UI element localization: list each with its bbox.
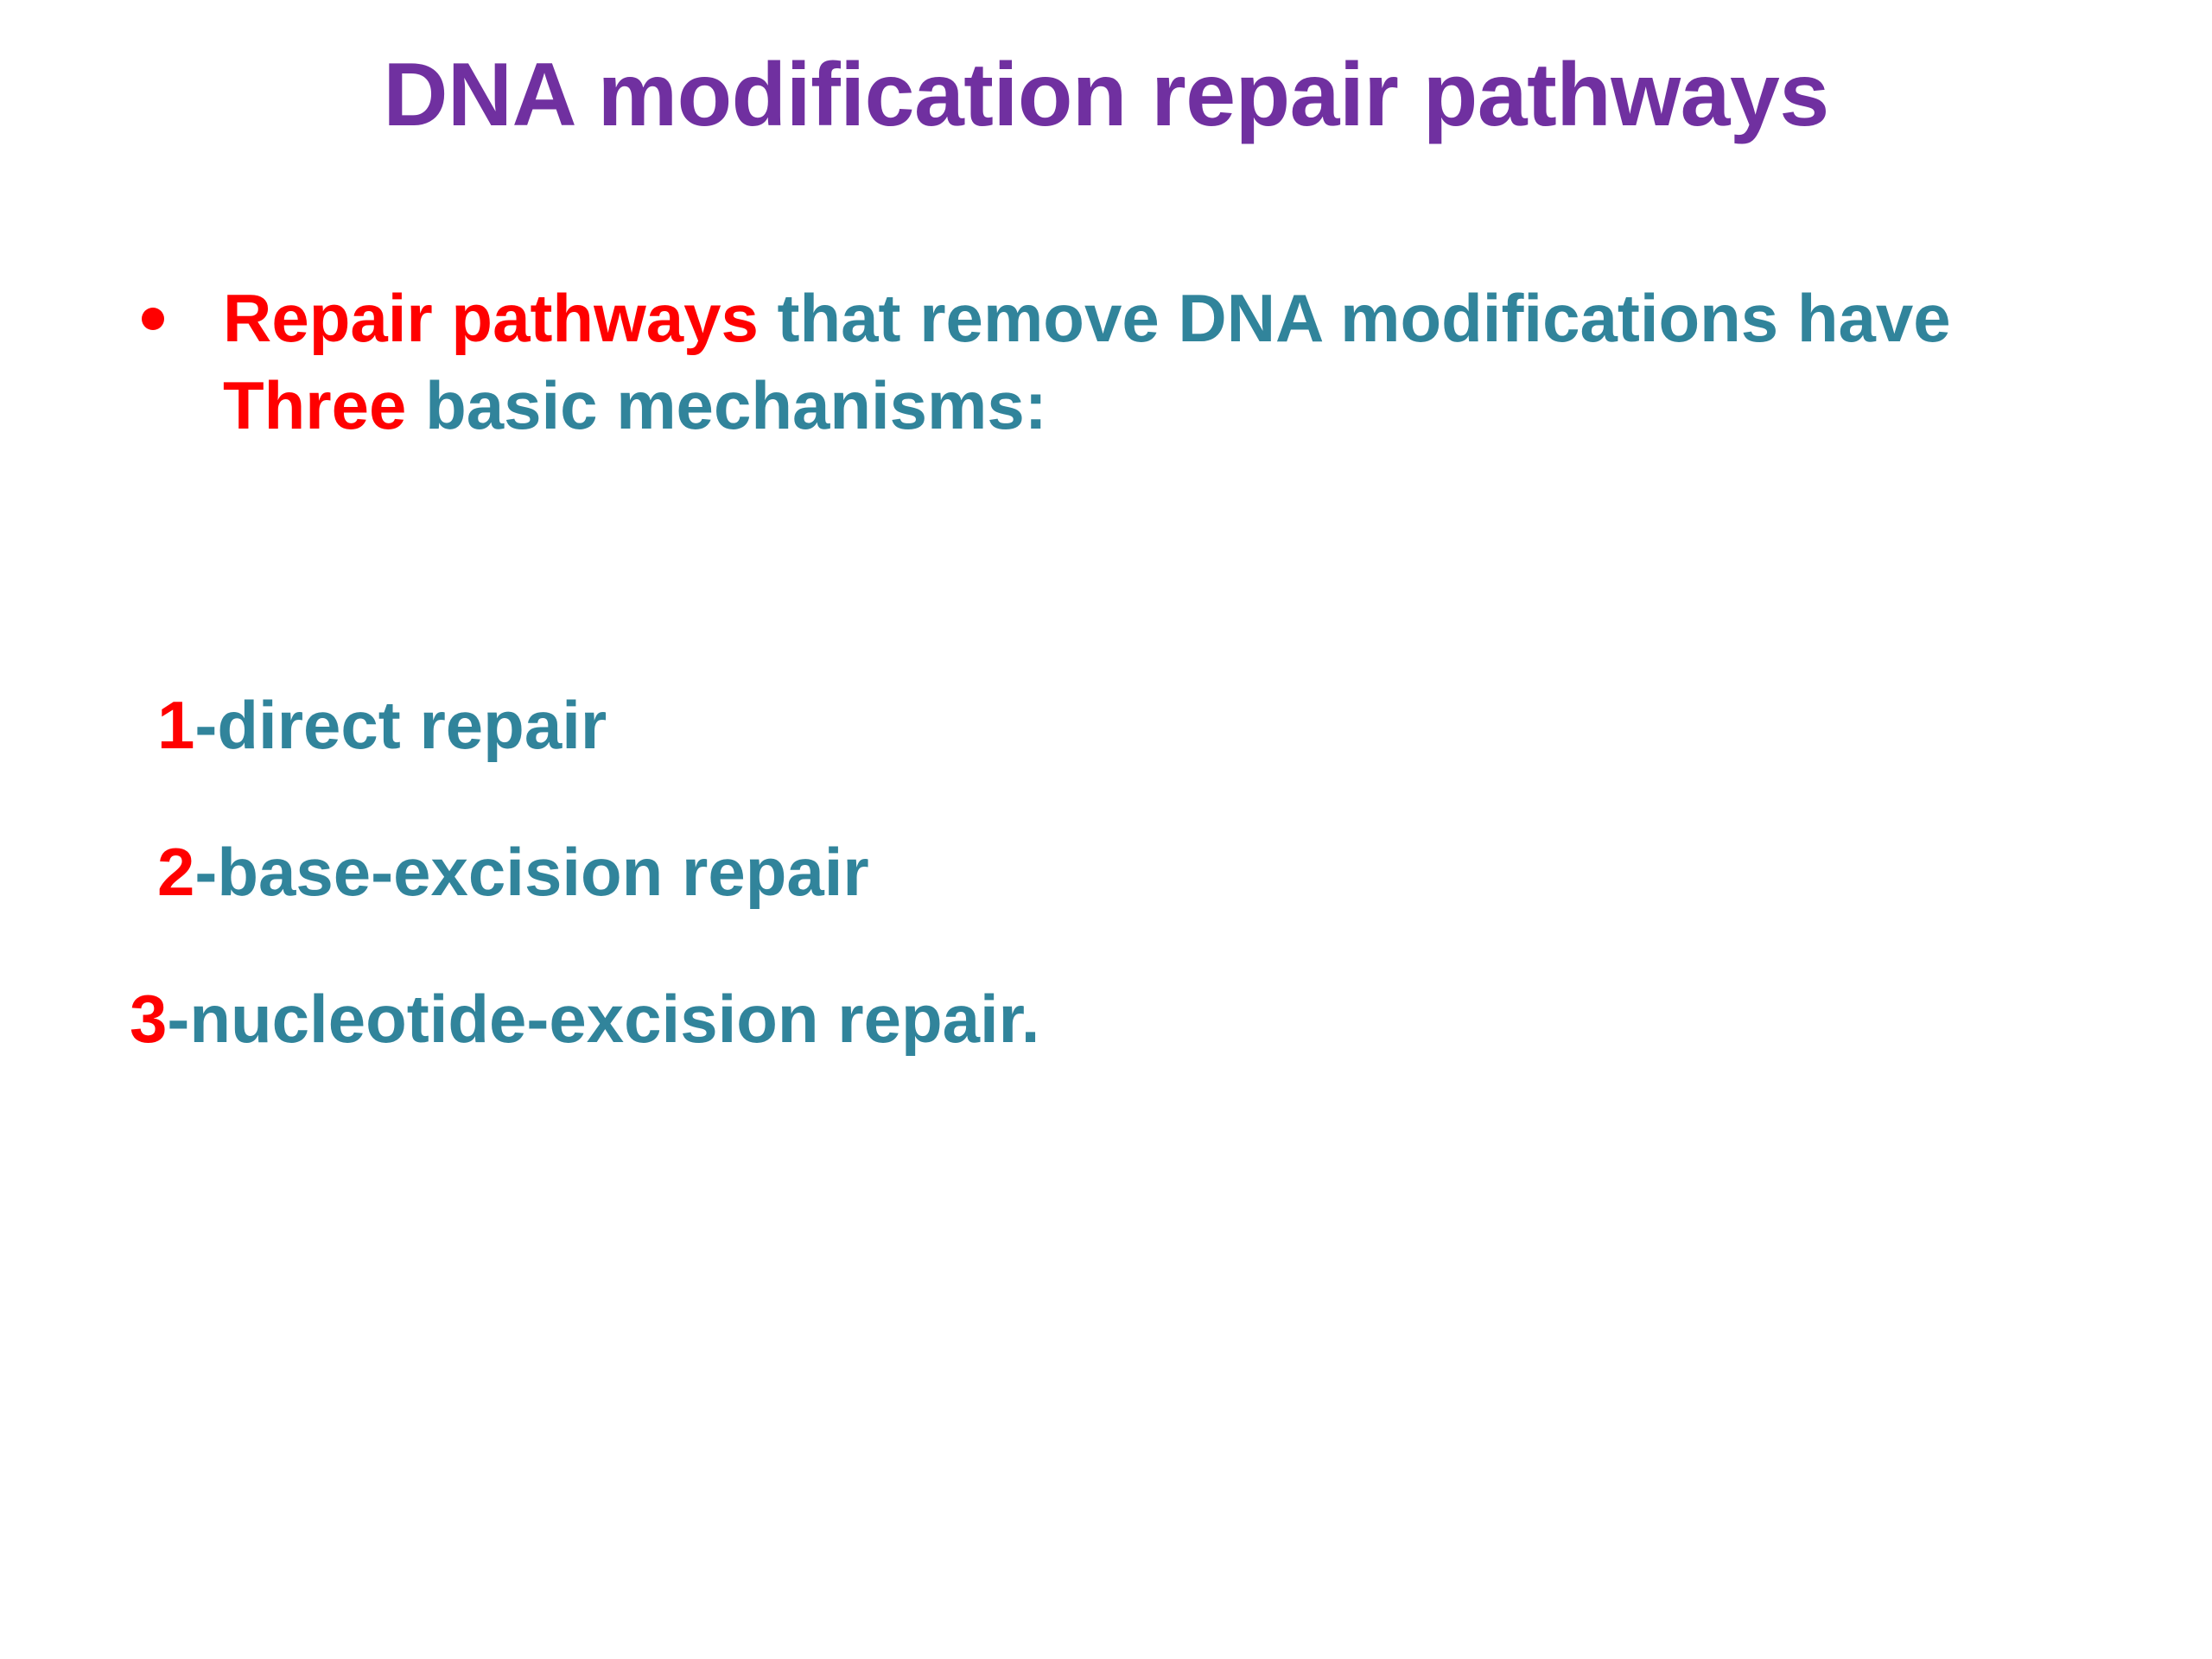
bullet-emphasis-three: Three: [223, 367, 407, 444]
list-item: 2-base-excision repair: [157, 838, 2143, 906]
mechanism-label-1: direct repair: [217, 687, 607, 763]
mechanism-number-1: 1: [157, 687, 195, 763]
mechanism-number-2: 2: [157, 834, 195, 910]
mechanism-label-3: nucleotide-excision repair.: [189, 981, 1040, 1057]
mechanism-separator-2: -: [194, 834, 218, 910]
bullet-item-text: Repair pathways that remove DNA modifica…: [223, 275, 2143, 450]
mechanism-list: 1-direct repair 2-base-excision repair 3…: [130, 691, 2143, 1052]
bullet-dot-icon: [142, 308, 164, 330]
mechanism-label-2: base-excision repair: [217, 834, 869, 910]
mechanism-separator-1: -: [194, 687, 218, 763]
bullet-list-item: Repair pathways that remove DNA modifica…: [130, 275, 2143, 450]
bullet-line2-after: basic mechanisms:: [406, 367, 1047, 444]
bullet-line2-before: modifications have: [1340, 280, 1951, 356]
list-item: 3-nucleotide-excision repair.: [130, 985, 2143, 1052]
list-item: 1-direct repair: [157, 691, 2143, 759]
bullet-line1-rest: that remove DNA: [758, 280, 1322, 356]
bullet-emphasis-repair-pathways: Repair pathways: [223, 280, 759, 356]
mechanism-separator-3: -: [167, 981, 190, 1057]
body-text-block: Repair pathways that remove DNA modifica…: [130, 275, 2143, 450]
page-title: DNA modification repair pathways: [383, 45, 1829, 145]
mechanism-number-3: 3: [130, 981, 168, 1057]
